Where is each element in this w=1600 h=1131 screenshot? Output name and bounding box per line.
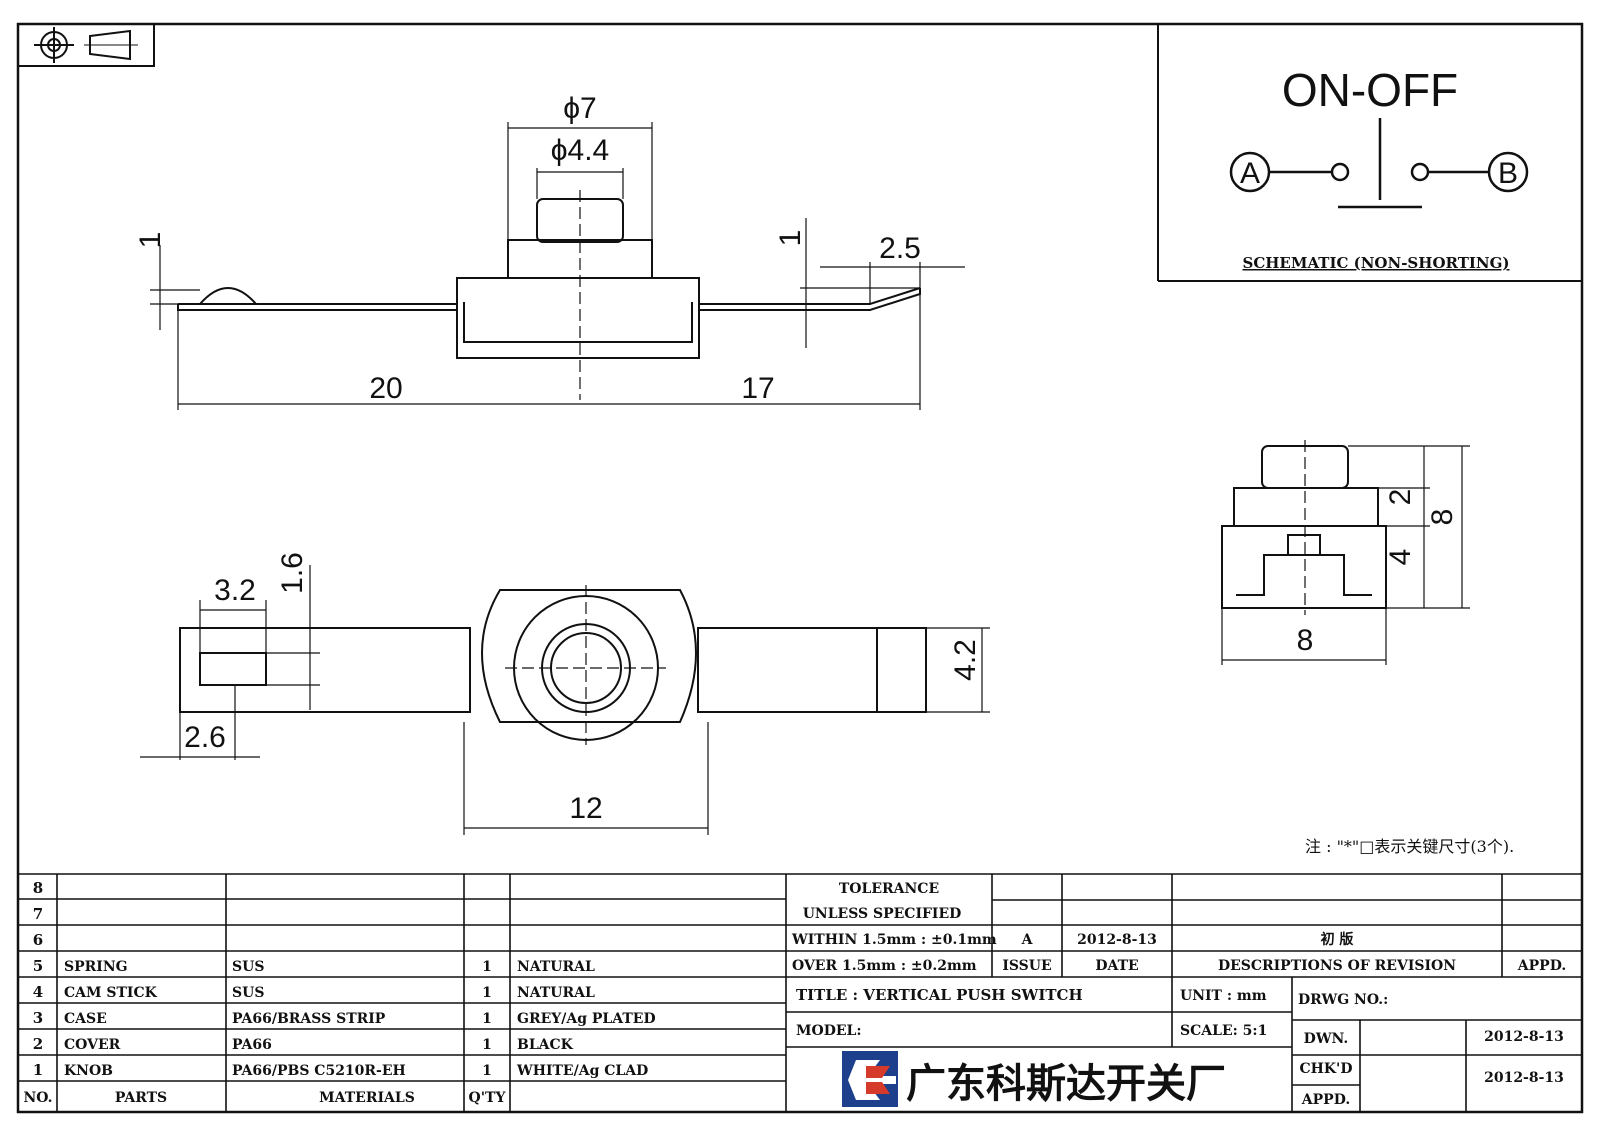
- bom-finish: WHITE/Ag CLAD: [516, 1063, 648, 1079]
- bom-row: 7: [33, 905, 43, 923]
- bom-header-no: NO.: [23, 1090, 52, 1106]
- bom-qty: 1: [482, 1063, 492, 1079]
- bom-finish: GREY/Ag PLATED: [517, 1011, 656, 1027]
- tolerance-line-2: UNLESS SPECIFIED: [803, 906, 962, 922]
- dim-strip-width: 4.2: [949, 639, 982, 681]
- bom-qty: 1: [482, 1011, 492, 1027]
- bom-row: 1 KNOB PA66/PBS C5210R-EH 1 WHITE/Ag CLA…: [33, 1061, 648, 1079]
- bom-qty: 1: [482, 1037, 492, 1053]
- company-logo-icon: [842, 1051, 898, 1107]
- bom-no: 1: [33, 1061, 43, 1079]
- company-name: 广东科斯达开关厂: [906, 1061, 1226, 1107]
- date-label: DATE: [1095, 958, 1138, 974]
- bom-part: COVER: [64, 1037, 121, 1053]
- dim-side-body: 4: [1384, 549, 1417, 566]
- bom-part: CASE: [64, 1011, 107, 1027]
- bom-finish: NATURAL: [517, 985, 595, 1001]
- top-view: [140, 565, 990, 835]
- approved-label: APPD.: [1301, 1092, 1350, 1108]
- schematic-caption: SCHEMATIC (NON-SHORTING): [1242, 254, 1509, 272]
- tolerance-line-3: WITHIN 1.5mm : ±0.1mm: [791, 932, 997, 948]
- bom-header-qty: Q'TY: [469, 1090, 507, 1106]
- bom-material: PA66/PBS C5210R-EH: [232, 1063, 406, 1079]
- bom-part: KNOB: [64, 1063, 113, 1079]
- rev-date: 2012-8-13: [1077, 932, 1157, 948]
- bom-part: CAM STICK: [64, 985, 158, 1001]
- scale-label: SCALE: 5:1: [1180, 1023, 1267, 1039]
- drawn-label: DWN.: [1304, 1031, 1349, 1047]
- drawing-title: TITLE : VERTICAL PUSH SWITCH: [796, 986, 1083, 1004]
- bom-part: SPRING: [64, 959, 128, 975]
- dim-side-total: 8: [1426, 509, 1459, 526]
- title-area: TITLE : VERTICAL PUSH SWITCH UNIT : mm D…: [796, 986, 1564, 1108]
- bom-row: 6: [33, 931, 43, 949]
- descriptions-label: DESCRIPTIONS OF REVISION: [1218, 958, 1456, 974]
- rev-description: 初 版: [1321, 931, 1354, 948]
- bom-no: 8: [33, 879, 43, 897]
- dim-slot-width: 3.2: [214, 574, 256, 607]
- bom-row: 4 CAM STICK SUS 1 NATURAL: [33, 983, 595, 1001]
- issue-label: ISSUE: [1002, 958, 1051, 974]
- bom-material: PA66/BRASS STRIP: [232, 1011, 386, 1027]
- bom-no: 4: [33, 983, 43, 1001]
- bom-table: 8 7 6 5 SPRING SUS 1 NATURAL 4 CAM STICK…: [23, 879, 655, 1106]
- dim-base-width: 12: [569, 792, 602, 825]
- dim-slot-offset: 2.6: [184, 721, 226, 754]
- dim-side-knob: 2: [1384, 489, 1417, 506]
- bom-row: 5 SPRING SUS 1 NATURAL: [33, 957, 595, 975]
- rev-issue: A: [1021, 932, 1034, 948]
- bom-finish: BLACK: [517, 1037, 574, 1053]
- bom-header: NO. PARTS MATERIALS Q'TY: [23, 1090, 506, 1106]
- dim-knob-inner: ϕ4.4: [551, 134, 610, 167]
- drawn-date: 2012-8-13: [1484, 1029, 1564, 1045]
- side-view: [1221, 440, 1470, 665]
- dim-right-length: 17: [741, 372, 774, 405]
- model-label: MODEL:: [796, 1023, 862, 1039]
- bom-no: 5: [33, 957, 43, 975]
- bom-header-part: PARTS: [115, 1090, 167, 1106]
- bom-no: 3: [33, 1009, 43, 1027]
- schematic-title: ON-OFF: [1282, 64, 1458, 116]
- unit-label: UNIT : mm: [1180, 988, 1267, 1004]
- tolerance-line-1: TOLERANCE: [839, 881, 939, 897]
- dim-slot-height: 1.6: [276, 552, 309, 594]
- key-dimension-note: 注 : "*"□表示关键尺寸(3个).: [1305, 837, 1514, 856]
- appd-label: APPD.: [1517, 958, 1566, 974]
- title-block-grid: [18, 873, 1582, 1112]
- tolerance-line-4: OVER 1.5mm : ±0.2mm: [792, 958, 977, 974]
- checked-date: 2012-8-13: [1484, 1070, 1564, 1086]
- bom-no: 6: [33, 931, 43, 949]
- bom-row: 3 CASE PA66/BRASS STRIP 1 GREY/Ag PLATED: [33, 1009, 656, 1027]
- bom-row: 8: [33, 879, 43, 897]
- bom-finish: NATURAL: [517, 959, 595, 975]
- checked-label: CHK'D: [1300, 1061, 1353, 1077]
- sheet-border: [16, 22, 1584, 1114]
- bom-material: PA66: [232, 1037, 272, 1053]
- switch-symbol: [1229, 118, 1529, 209]
- dim-side-width: 8: [1297, 624, 1314, 657]
- dim-right-bend: 2.5: [879, 232, 921, 265]
- bom-row: 2 COVER PA66 1 BLACK: [33, 1035, 574, 1053]
- terminal-a-label: A: [1240, 157, 1260, 190]
- front-view: [150, 122, 965, 410]
- terminal-b-label: B: [1498, 157, 1518, 190]
- bom-qty: 1: [482, 959, 492, 975]
- schematic-panel: ON-OFF A B SCHEMATIC (NON-SHORTING): [1157, 24, 1582, 282]
- bom-header-material: MATERIALS: [319, 1090, 415, 1106]
- drawing-number-label: DRWG NO.:: [1298, 992, 1388, 1008]
- first-angle-projection-icon: [17, 23, 155, 67]
- bom-qty: 1: [482, 985, 492, 1001]
- revision-block: TOLERANCE UNLESS SPECIFIED WITHIN 1.5mm …: [791, 881, 1566, 974]
- bom-no: 2: [33, 1035, 43, 1053]
- dim-knob-outer: ϕ7: [563, 92, 597, 125]
- bom-material: SUS: [232, 959, 264, 975]
- dim-left-length: 20: [369, 372, 402, 405]
- dim-right-tab: 1: [774, 230, 807, 247]
- dim-left-tab: 1: [134, 232, 167, 249]
- bom-no: 7: [33, 905, 43, 923]
- bom-material: SUS: [232, 985, 264, 1001]
